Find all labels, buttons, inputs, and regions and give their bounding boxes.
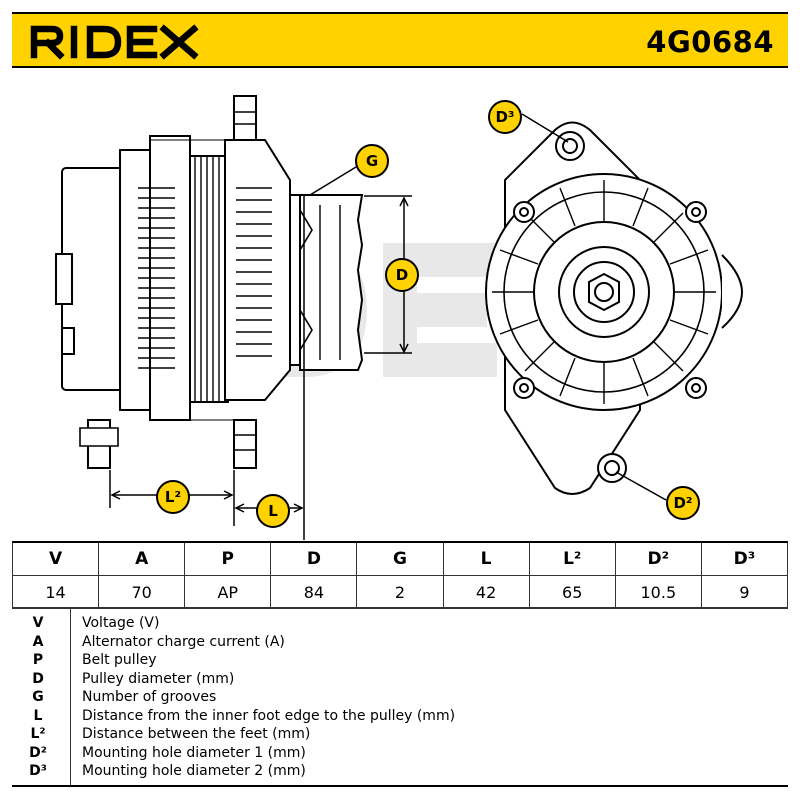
legend-desc: Mounting hole diameter 2 (mm) <box>82 763 306 779</box>
alternator-front-view <box>485 121 744 495</box>
legend-item: P Belt pulley <box>12 652 788 671</box>
legend-item: D Pulley diameter (mm) <box>12 671 788 690</box>
spec-value-cell: 84 <box>270 575 358 609</box>
alternator-drawing <box>55 95 744 540</box>
legend-item: G Number of grooves <box>12 689 788 708</box>
legend-code: V <box>32 615 44 631</box>
dim-label-l: L <box>256 494 290 528</box>
leader-lines <box>521 113 667 501</box>
legend-item: L² Distance between the feet (mm) <box>12 726 788 745</box>
spec-header-cell: G <box>356 541 444 576</box>
alternator-side-view <box>55 95 364 469</box>
legend-code: A <box>32 634 44 650</box>
spec-header-cell: D³ <box>700 541 789 576</box>
spec-value-cell: 9 <box>700 575 789 609</box>
spec-header-cell: P <box>184 541 272 576</box>
ridex-logo <box>28 21 208 61</box>
dim-label-l2: L² <box>156 480 190 514</box>
legend-code: G <box>32 689 44 705</box>
legend-item: V Voltage (V) <box>12 615 788 634</box>
legend-item: A Alternator charge current (A) <box>12 634 788 653</box>
legend-code: D <box>32 671 44 687</box>
legend-desc: Voltage (V) <box>82 615 160 631</box>
spec-header-cell: V <box>11 541 100 576</box>
legend-desc: Distance between the feet (mm) <box>82 726 311 742</box>
spec-header-cell: L <box>442 541 530 576</box>
legend-code: P <box>32 652 44 668</box>
legend-item: L Distance from the inner foot edge to t… <box>12 708 788 727</box>
legend-desc: Mounting hole diameter 1 (mm) <box>82 745 306 761</box>
spec-header-cell: A <box>98 541 186 576</box>
legend-item: D² Mounting hole diameter 1 (mm) <box>12 745 788 764</box>
spec-value-cell: 65 <box>528 575 616 609</box>
spec-value-cell: 2 <box>356 575 444 609</box>
spec-header-cell: D² <box>614 541 702 576</box>
legend-code: L² <box>30 726 46 742</box>
ridex-logo-mark <box>30 24 199 60</box>
legend-item: D³ Mounting hole diameter 2 (mm) <box>12 763 788 782</box>
spec-value-cell: 14 <box>11 575 100 609</box>
dim-label-d: D <box>385 258 419 292</box>
legend: V Voltage (V) A Alternator charge curren… <box>12 607 788 787</box>
legend-code: D³ <box>29 763 47 779</box>
spec-header-cell: D <box>270 541 358 576</box>
header-bar: 4G0684 <box>12 12 788 68</box>
legend-desc: Distance from the inner foot edge to the… <box>82 708 456 724</box>
spec-value-cell: 10.5 <box>614 575 702 609</box>
legend-desc: Belt pulley <box>82 652 157 668</box>
legend-desc: Alternator charge current (A) <box>82 634 285 650</box>
legend-code: D² <box>29 745 47 761</box>
dim-label-g: G <box>355 144 389 178</box>
spec-table: V A P D G L L² D² D³ 14 70 AP 84 2 42 65… <box>11 541 789 609</box>
dim-label-d2: D² <box>666 486 700 520</box>
spec-value-cell: AP <box>184 575 272 609</box>
spec-value-cell: 42 <box>442 575 530 609</box>
dim-label-d3: D³ <box>488 100 522 134</box>
legend-desc: Pulley diameter (mm) <box>82 671 235 687</box>
part-number: 4G0684 <box>646 25 774 59</box>
legend-divider <box>70 608 71 785</box>
spec-value-cell: 70 <box>98 575 186 609</box>
legend-desc: Number of grooves <box>82 689 217 705</box>
spec-value-row: 14 70 AP 84 2 42 65 10.5 9 <box>11 575 789 609</box>
legend-code: L <box>33 708 43 724</box>
spec-header-row: V A P D G L L² D² D³ <box>11 541 789 576</box>
technical-drawing: G D L² L D³ D² <box>0 70 800 540</box>
spec-header-cell: L² <box>528 541 616 576</box>
